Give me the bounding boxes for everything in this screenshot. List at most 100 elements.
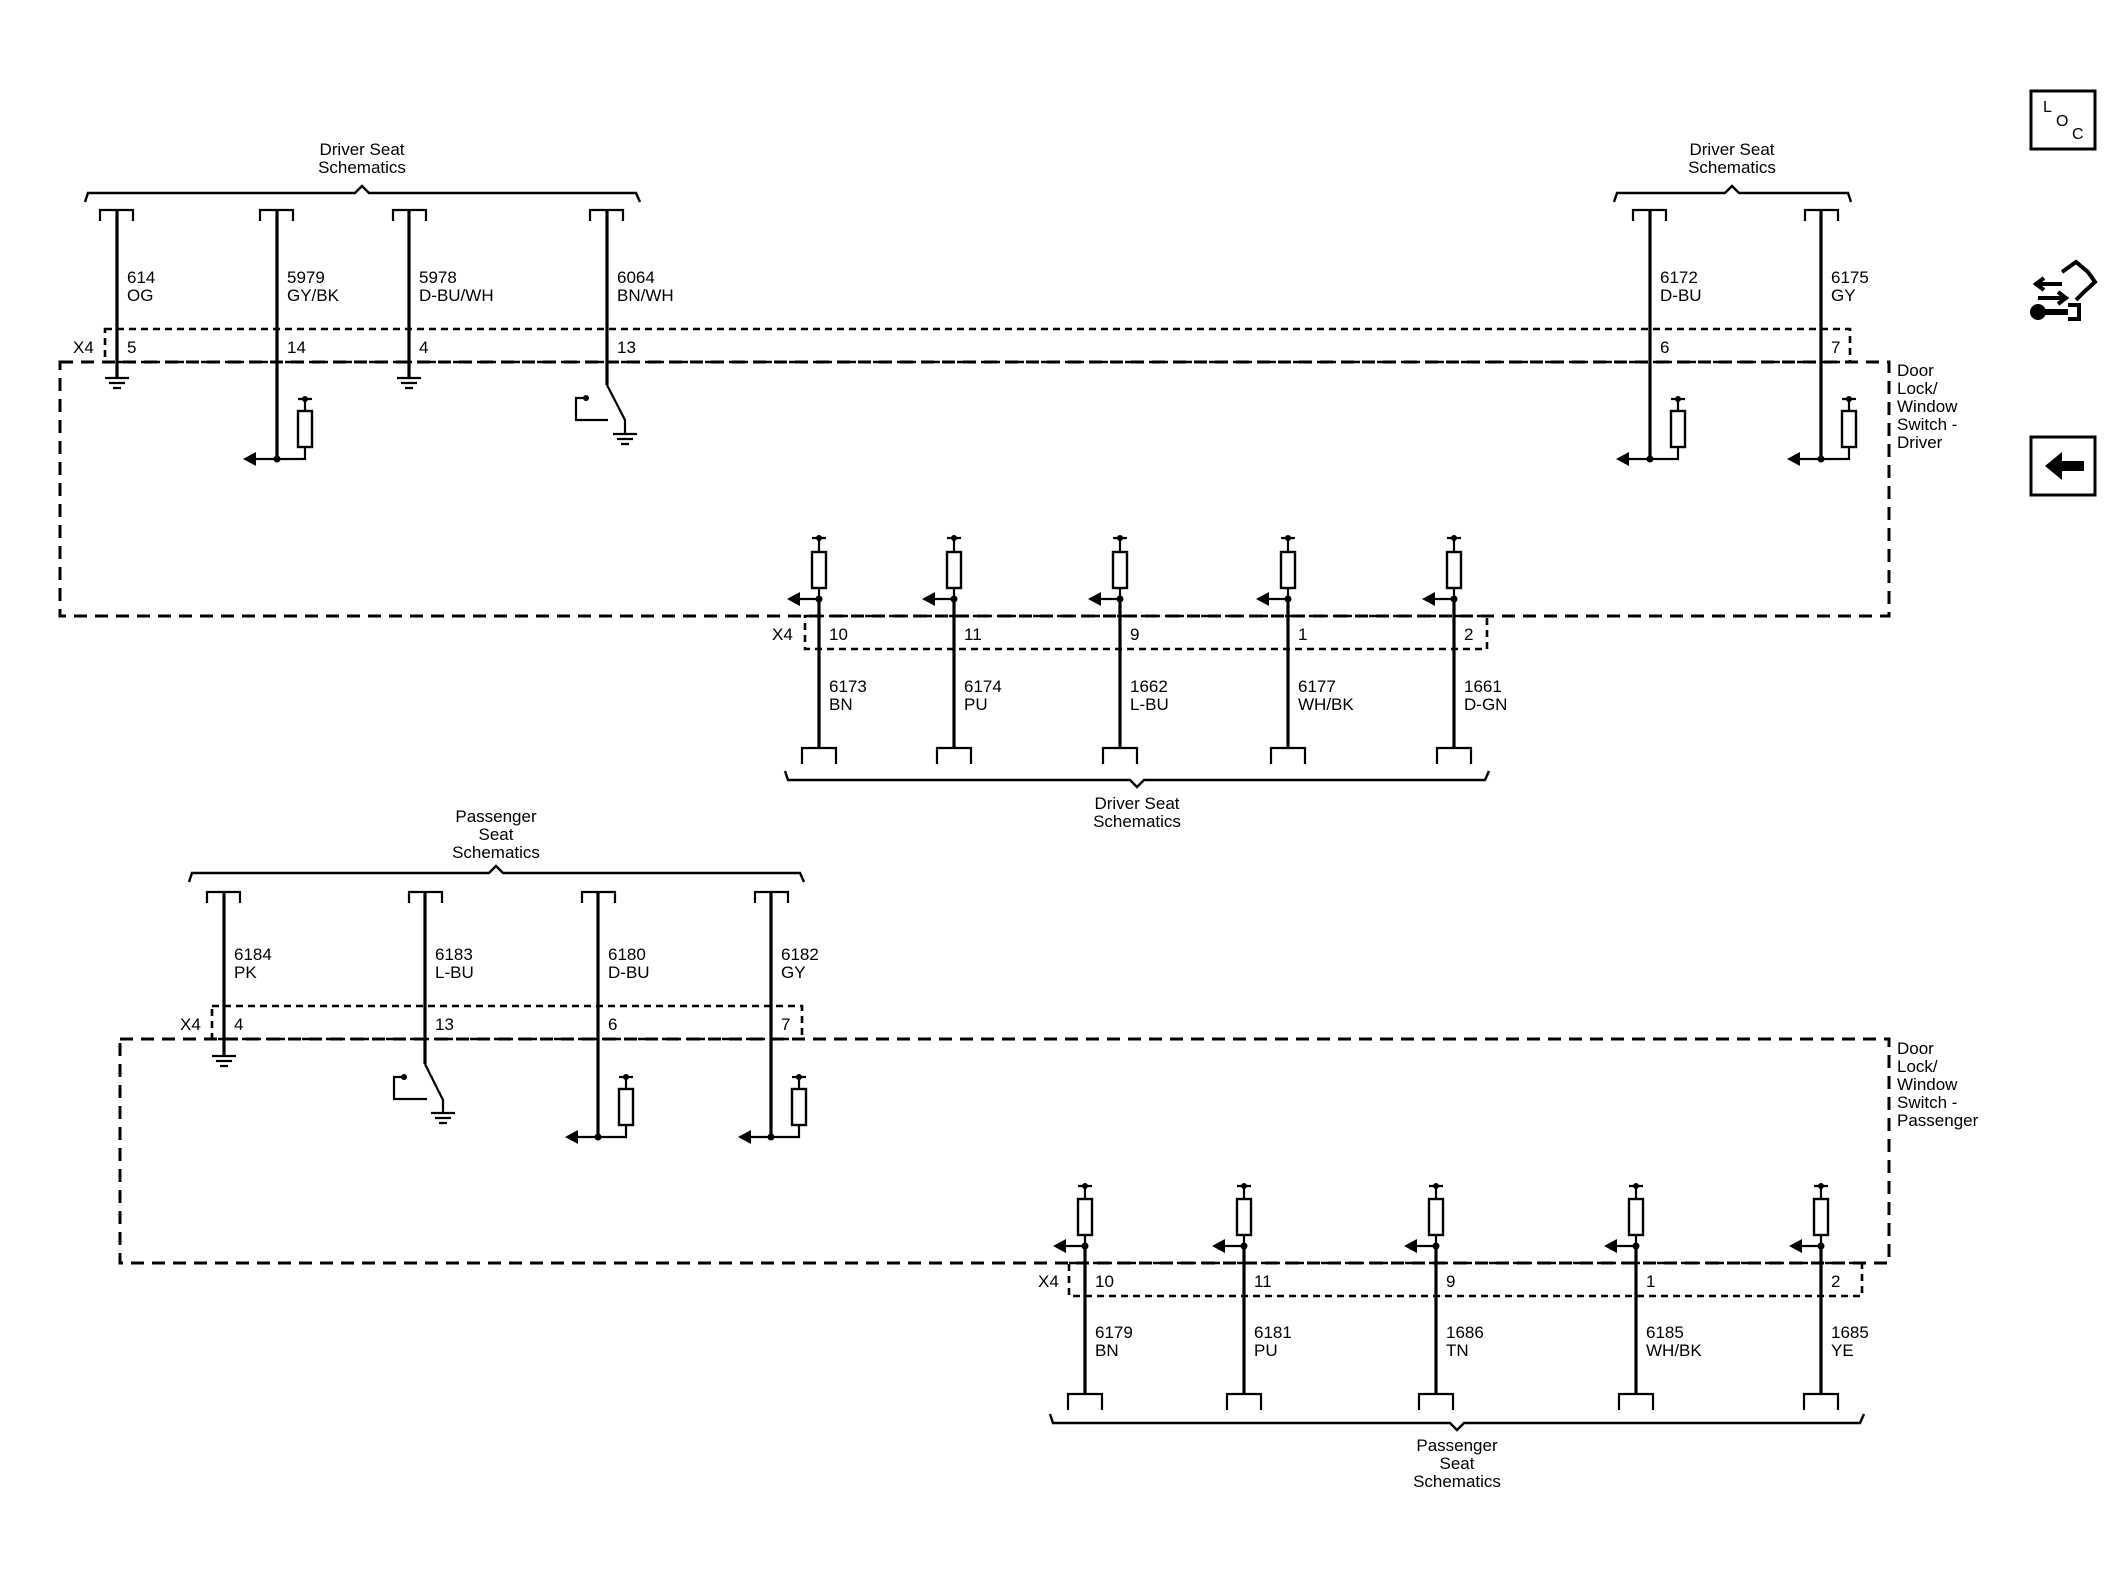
wire-1661-color: D-GN	[1464, 695, 1507, 714]
wire-6185-pin: 1	[1646, 1272, 1655, 1291]
group-title-driver-top-left-2: Schematics	[318, 158, 406, 177]
wire-6064-circuit: 6064	[617, 268, 655, 287]
group-title-driver-bottom-1: Driver Seat	[1094, 794, 1179, 813]
wire-6180-pin: 6	[608, 1015, 617, 1034]
wire-6172: 6172 D-BU 6	[1616, 208, 1702, 466]
wire-6184: 6184 PK 4	[205, 890, 272, 1068]
group-title-passenger-bottom-3: Schematics	[1413, 1472, 1501, 1491]
loc-letter-o: O	[2056, 113, 2068, 130]
wire-6174-pin: 11	[964, 625, 982, 644]
wire-1686-pin: 9	[1446, 1272, 1455, 1291]
wire-6184-color: PK	[234, 963, 257, 982]
passenger-module-outline	[118, 1037, 1891, 1265]
wire-6184-pin: 4	[234, 1015, 243, 1034]
group-title-driver-top-right-1: Driver Seat	[1689, 140, 1774, 159]
passenger-module-label-line-5: Passenger	[1897, 1111, 1979, 1130]
wire-6183-circuit: 6183	[435, 945, 473, 964]
connector-label-driver-bottom: X4	[772, 625, 793, 644]
wire-6180-color: D-BU	[608, 963, 650, 982]
wire-6174-circuit: 6174	[964, 677, 1002, 696]
wire-1662-circuit: 1662	[1130, 677, 1168, 696]
wire-6177-pin: 1	[1298, 625, 1307, 644]
wire-6181: 11 6181 PU	[1212, 1183, 1292, 1410]
wire-6175-color: GY	[1831, 286, 1856, 305]
wire-6180: 6180 D-BU 6	[565, 890, 650, 1144]
brace-passenger-top	[187, 864, 806, 883]
wire-6181-color: PU	[1254, 1341, 1278, 1360]
passenger-module-label-line-1: Door	[1897, 1039, 1934, 1058]
connector-outline-passenger-top	[210, 1004, 804, 1041]
group-title-passenger-bottom-2: Seat	[1440, 1454, 1475, 1473]
wire-6179-color: BN	[1095, 1341, 1119, 1360]
connector-outline-driver-top	[103, 327, 1852, 364]
wire-1661-circuit: 1661	[1464, 677, 1502, 696]
wire-1662-color: L-BU	[1130, 695, 1169, 714]
group-title-driver-bottom-2: Schematics	[1093, 812, 1181, 831]
driver-module-label-line-3: Window	[1897, 397, 1958, 416]
driver-module-label-line-1: Door	[1897, 361, 1934, 380]
wire-1685-color: YE	[1831, 1341, 1854, 1360]
loc-button[interactable]: L O C	[2029, 89, 2097, 151]
wire-1661: 2 1661 D-GN	[1422, 535, 1507, 764]
wire-614-circuit: 614	[127, 268, 155, 287]
wire-6185: 1 6185 WH/BK	[1604, 1183, 1702, 1410]
connector-outline-driver-bottom	[803, 614, 1489, 651]
passenger-module-label-line-3: Window	[1897, 1075, 1958, 1094]
connector-label-passenger-top: X4	[180, 1015, 201, 1034]
wire-1685-circuit: 1685	[1831, 1323, 1869, 1342]
wire-6177: 1 6177 WH/BK	[1256, 535, 1354, 764]
wire-6173-circuit: 6173	[829, 677, 867, 696]
connector-label-driver-top: X4	[73, 338, 94, 357]
wire-6064: 6064 BN/WH 13	[574, 208, 674, 446]
wire-6185-circuit: 6185	[1646, 1323, 1684, 1342]
group-title-driver-top-left-1: Driver Seat	[319, 140, 404, 159]
wire-1686-color: TN	[1446, 1341, 1469, 1360]
wire-6185-color: WH/BK	[1646, 1341, 1702, 1360]
wire-6175-circuit: 6175	[1831, 268, 1869, 287]
wire-5978-color: D-BU/WH	[419, 286, 494, 305]
wire-6179: 10 6179 BN	[1053, 1183, 1133, 1410]
wire-6182-color: GY	[781, 963, 806, 982]
wire-6179-pin: 10	[1095, 1272, 1114, 1291]
wire-5979-circuit: 5979	[287, 268, 325, 287]
wire-6182: 6182 GY 7	[738, 890, 819, 1144]
wire-6174: 11 6174 PU	[922, 535, 1002, 764]
wire-6177-circuit: 6177	[1298, 677, 1336, 696]
wire-5979-color: GY/BK	[287, 286, 340, 305]
back-button[interactable]	[2029, 435, 2097, 497]
wire-5979-pin: 14	[287, 338, 306, 357]
wire-6172-pin: 6	[1660, 338, 1669, 357]
wire-6174-color: PU	[964, 695, 988, 714]
wire-6173-color: BN	[829, 695, 853, 714]
wire-6184-circuit: 6184	[234, 945, 272, 964]
wire-1685: 2 1685 YE	[1789, 1183, 1869, 1410]
wire-6173-pin: 10	[829, 625, 848, 644]
wire-614: 614 OG 5	[98, 208, 155, 390]
group-title-passenger-top-3: Schematics	[452, 843, 540, 862]
wire-6177-color: WH/BK	[1298, 695, 1354, 714]
wire-614-color: OG	[127, 286, 153, 305]
wire-6181-circuit: 6181	[1254, 1323, 1292, 1342]
driver-module-label-line-4: Switch -	[1897, 415, 1957, 434]
wire-6181-pin: 11	[1254, 1272, 1272, 1291]
wire-1661-pin: 2	[1464, 625, 1473, 644]
passenger-module-label: Door Lock/ Window Switch - Passenger	[1897, 1039, 1979, 1130]
wire-6172-circuit: 6172	[1660, 268, 1698, 287]
wire-5979: 5979 GY/BK 14	[243, 208, 340, 466]
connector-wrench-icon[interactable]	[2030, 259, 2098, 321]
wire-6173: 10 6173 BN	[787, 535, 867, 764]
wire-5978-circuit: 5978	[419, 268, 457, 287]
wire-1662: 9 1662 L-BU	[1088, 535, 1169, 764]
wire-1686-circuit: 1686	[1446, 1323, 1484, 1342]
connector-label-passenger-bottom: X4	[1038, 1272, 1059, 1291]
group-title-passenger-top-1: Passenger	[455, 807, 537, 826]
brace-driver-bottom	[783, 770, 1491, 789]
driver-module-label: Door Lock/ Window Switch - Driver	[1897, 361, 1958, 452]
wire-6175-pin: 7	[1831, 338, 1840, 357]
passenger-module-label-line-4: Switch -	[1897, 1093, 1957, 1112]
loc-letter-c: C	[2072, 126, 2084, 143]
brace-passenger-bottom	[1048, 1413, 1866, 1432]
passenger-module-label-line-2: Lock/	[1897, 1057, 1938, 1076]
driver-module-label-line-5: Driver	[1897, 433, 1943, 452]
